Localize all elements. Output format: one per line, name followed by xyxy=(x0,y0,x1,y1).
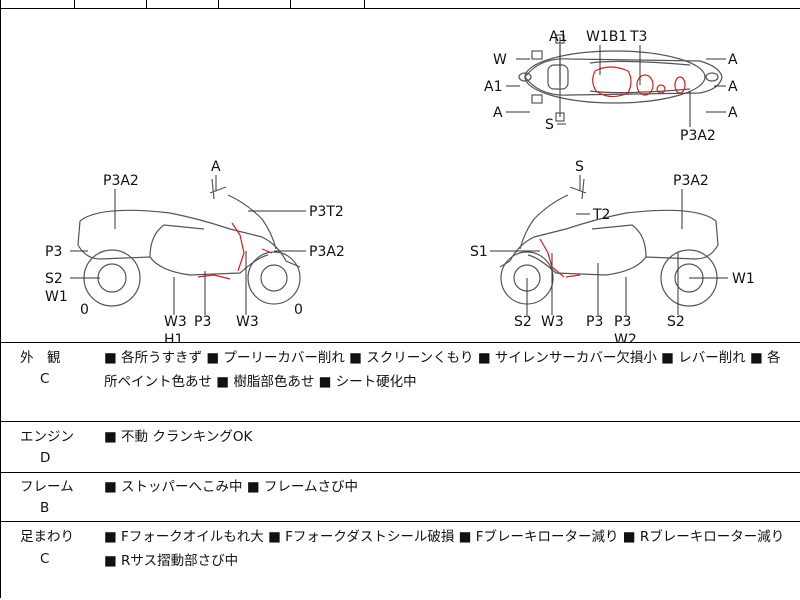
diagram-label: S2 xyxy=(45,271,63,287)
diagram-label: S xyxy=(545,117,554,133)
section-engine: エンジン D ■ 不動 クランキングOK xyxy=(0,422,800,472)
diagram-label: S2 xyxy=(667,314,685,330)
diagram-label: W2 xyxy=(614,332,637,342)
leader-lines xyxy=(70,45,728,315)
section-notes: ■ ストッパーへこみ中 ■ フレームさび中 xyxy=(104,479,358,495)
top-cell-divider xyxy=(0,0,1,8)
top-cell-divider xyxy=(146,0,147,8)
top-cell-divider xyxy=(364,0,365,8)
diagram-label: P3A2 xyxy=(309,244,345,260)
right-view-damage-marks xyxy=(539,238,581,278)
section-label: エンジン xyxy=(20,429,74,445)
diagram-label: T2 xyxy=(592,207,610,223)
diagram-label: P3T2 xyxy=(309,204,344,220)
left-view-scooter xyxy=(77,178,301,307)
diagram-label: W3 xyxy=(164,314,187,330)
left-view-damage-marks xyxy=(197,222,273,280)
section-label: 足まわり xyxy=(20,529,74,545)
section-notes: ■ Fフォークオイルもれ大 ■ Fフォークダストシール破損 ■ Fブレーキロータ… xyxy=(104,529,785,569)
diagram-label: S2 xyxy=(514,314,532,330)
diagram-label: W1B1 xyxy=(586,29,627,45)
damage-diagram: A1 W1B1 T3 W A1 A S A A A P3A2 A P3A2 P3… xyxy=(0,9,800,348)
top-cell-divider xyxy=(218,0,219,8)
divider xyxy=(0,472,800,473)
top-view-damage-marks xyxy=(592,66,686,98)
section-notes: ■ 不動 クランキングOK xyxy=(104,429,253,445)
diagram-label: P3 xyxy=(45,244,62,260)
section-label: 外 観 xyxy=(20,350,61,366)
diagram-label: P3A2 xyxy=(673,173,709,189)
diagram-label: A xyxy=(493,105,503,121)
divider xyxy=(0,421,800,422)
diagram-label: A1 xyxy=(549,29,567,45)
section-label: フレーム xyxy=(20,479,74,495)
diagram-label: A1 xyxy=(484,79,502,95)
section-frame: フレーム B ■ ストッパーへこみ中 ■ フレームさび中 xyxy=(0,473,800,521)
diagram-label: W xyxy=(493,52,507,68)
section-suspension: 足まわり C ■ Fフォークオイルもれ大 ■ Fフォークダストシール破損 ■ F… xyxy=(0,522,800,600)
section-exterior: 外 観 C ■ 各所うすきず ■ プーリーカバー削れ ■ スクリーンくもり ■ … xyxy=(0,343,800,421)
diagram-label: W3 xyxy=(236,314,259,330)
diagram-label: A xyxy=(728,79,738,95)
top-cell-divider xyxy=(290,0,291,8)
section-grade: B xyxy=(40,500,50,516)
diagram-label: P3 xyxy=(586,314,603,330)
diagram-label: W3 xyxy=(541,314,564,330)
top-view-scooter xyxy=(518,34,723,122)
diagram-label: T3 xyxy=(629,29,647,45)
diagram-label: A xyxy=(728,52,738,68)
divider xyxy=(0,521,800,522)
diagram-label: 0 xyxy=(80,302,89,318)
diagram-label: S xyxy=(575,159,584,175)
diagram-label: H1 xyxy=(164,332,183,342)
section-grade: C xyxy=(40,371,50,387)
diagram-label: P3A2 xyxy=(680,128,716,144)
motorcycle-diagram-svg: A1 W1B1 T3 W A1 A S A A A P3A2 A P3A2 P3… xyxy=(45,29,755,348)
diagram-label: A xyxy=(728,105,738,121)
top-partial-row xyxy=(0,0,800,9)
sheet-frame xyxy=(0,8,800,598)
divider xyxy=(0,342,800,343)
section-grade: D xyxy=(40,450,51,466)
diagram-label: A xyxy=(211,159,221,175)
right-view-scooter xyxy=(499,178,719,307)
diagram-label: P3 xyxy=(614,314,631,330)
top-cell-divider xyxy=(74,0,75,8)
diagram-label: P3A2 xyxy=(103,173,139,189)
section-notes: ■ 各所うすきず ■ プーリーカバー削れ ■ スクリーンくもり ■ サイレンサー… xyxy=(104,350,781,390)
section-grade: C xyxy=(40,551,50,567)
diagram-label: W1 xyxy=(45,289,68,305)
diagram-label: P3 xyxy=(194,314,211,330)
diagram-label: S1 xyxy=(470,244,488,260)
diagram-label: W1 xyxy=(732,271,755,287)
diagram-label: 0 xyxy=(294,302,303,318)
